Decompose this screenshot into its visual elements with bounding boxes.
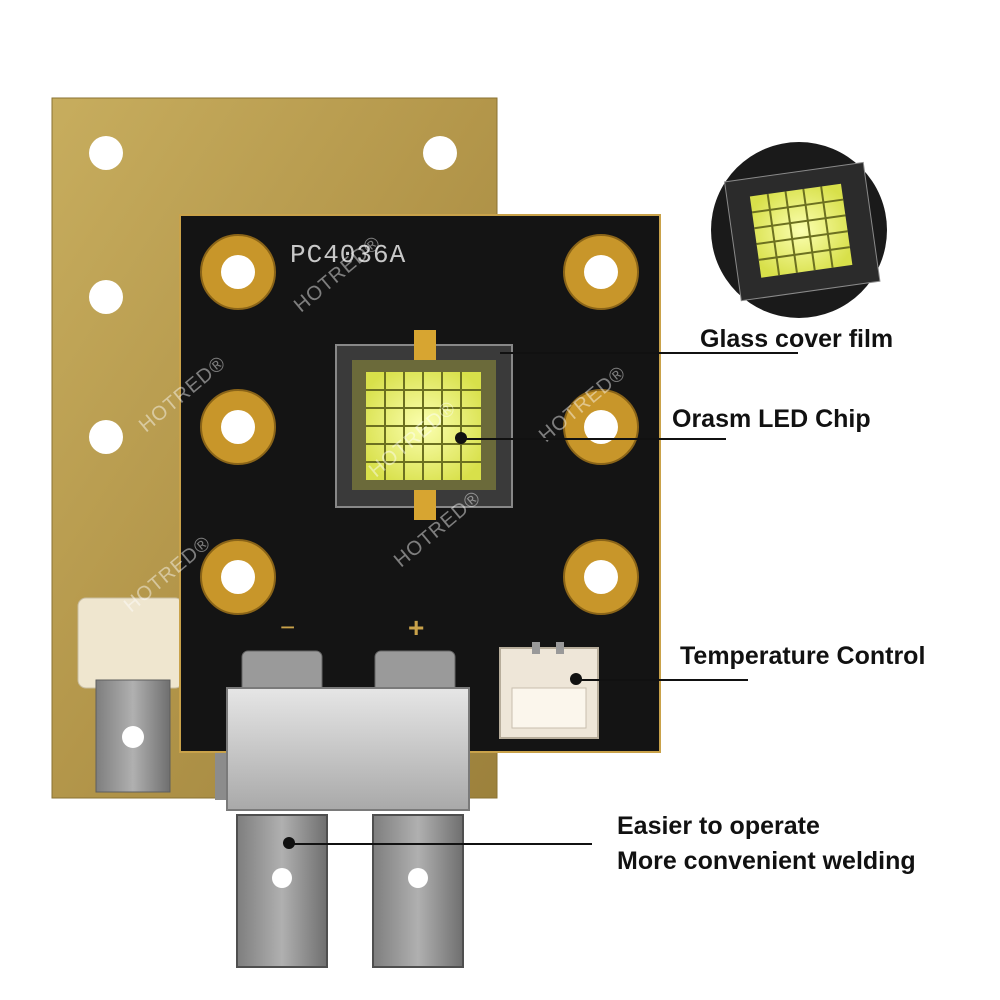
callout-temperature: Temperature Control xyxy=(680,642,926,670)
minus-terminal-label: − xyxy=(280,612,296,642)
led-chip xyxy=(335,330,513,520)
callout-line-temp xyxy=(576,679,748,681)
plus-terminal-label: + xyxy=(408,612,425,643)
temperature-connector xyxy=(499,642,599,739)
callout-line-chip xyxy=(461,438,726,440)
board-model-label: PC4036A xyxy=(290,240,407,270)
callout-led-chip: Orasm LED Chip xyxy=(672,405,871,433)
callout-glass-cover: Glass cover film xyxy=(700,325,894,353)
glass-cover-zoom-inset xyxy=(711,142,887,318)
callout-line-terminal xyxy=(289,843,592,845)
terminal-block xyxy=(226,650,470,968)
callout-line-glass xyxy=(500,352,798,354)
callout-operate-line2: More convenient welding xyxy=(617,847,916,875)
callout-operate-line1: Easier to operate xyxy=(617,812,820,840)
